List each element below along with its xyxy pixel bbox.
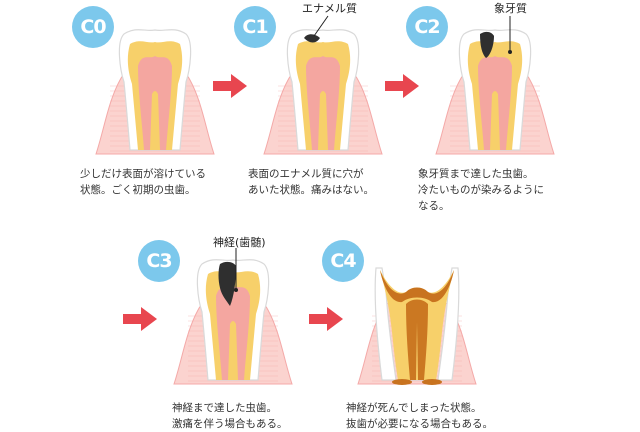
description-line: 抜歯が必要になる場合もある。 bbox=[346, 418, 493, 430]
right-arrow-icon bbox=[123, 307, 157, 331]
pulp bbox=[138, 56, 172, 150]
callout-dentin: 象牙質 bbox=[494, 2, 527, 15]
right-arrow-icon bbox=[213, 74, 247, 98]
decay bbox=[218, 261, 236, 306]
root-tip bbox=[392, 379, 412, 385]
callout-enamel: エナメル質 bbox=[302, 2, 357, 15]
description-line: なる。 bbox=[418, 200, 450, 212]
stage-description-c4: 神経が死んでしまった状態。 抜歯が必要になる場合もある。 bbox=[346, 400, 493, 432]
stage-description-c1: 表面のエナメル質に穴が あいた状態。痛みはない。 bbox=[248, 166, 374, 198]
callout-dot bbox=[234, 288, 238, 292]
description-line: 冷たいものが染みるように bbox=[418, 184, 544, 196]
root-tip bbox=[422, 379, 442, 385]
description-line: 少しだけ表面が溶けている bbox=[80, 168, 206, 180]
decay bbox=[304, 34, 320, 43]
description-line: 神経まで達した虫歯。 bbox=[172, 402, 277, 414]
decay bbox=[380, 270, 454, 303]
right-arrow-icon bbox=[309, 307, 343, 331]
description-line: 激痛を伴う場合もある。 bbox=[172, 418, 288, 430]
stage-label-c0: C0 bbox=[72, 6, 114, 48]
stage-description-c0: 少しだけ表面が溶けている 状態。ごく初期の虫歯。 bbox=[80, 166, 206, 198]
tooth-icon bbox=[263, 15, 383, 155]
pulp bbox=[478, 56, 512, 150]
decay bbox=[480, 31, 494, 58]
right-arrow-icon bbox=[385, 74, 419, 98]
description-line: 神経が死んでしまった状態。 bbox=[346, 402, 482, 414]
stage-label-c1: C1 bbox=[234, 6, 276, 48]
callout-pulp: 神経(歯髄) bbox=[213, 236, 266, 249]
pulp bbox=[406, 299, 428, 380]
tooth-icon bbox=[435, 16, 555, 155]
tooth-icon bbox=[95, 29, 215, 155]
pulp bbox=[306, 56, 340, 150]
pulp bbox=[216, 286, 250, 380]
description-line: 状態。ごく初期の虫歯。 bbox=[80, 184, 196, 196]
stage-label-c3: C3 bbox=[138, 240, 180, 282]
stage-description-c3: 神経まで達した虫歯。 激痛を伴う場合もある。 bbox=[172, 400, 288, 432]
tooth-icon bbox=[173, 248, 293, 385]
callout-line bbox=[313, 15, 329, 37]
callout-dot bbox=[508, 50, 512, 54]
stage-label-c4: C4 bbox=[322, 240, 364, 282]
description-line: あいた状態。痛みはない。 bbox=[248, 184, 374, 196]
description-line: 象牙質まで達した虫歯。 bbox=[418, 168, 534, 180]
stage-description-c2: 象牙質まで達した虫歯。 冷たいものが染みるように なる。 bbox=[418, 166, 544, 214]
stage-label-c2: C2 bbox=[406, 6, 448, 48]
tooth-icon bbox=[357, 267, 477, 385]
description-line: 表面のエナメル質に穴が bbox=[248, 168, 364, 180]
